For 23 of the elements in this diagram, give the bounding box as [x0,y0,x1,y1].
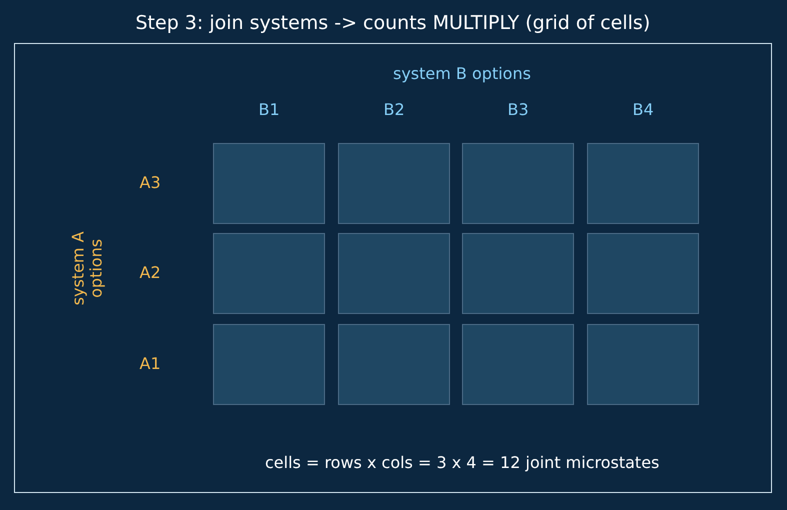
grid-cell [213,324,325,405]
column-header: B3 [508,101,529,120]
caption: cells = rows x cols = 3 x 4 = 12 joint microstates [265,454,660,472]
grid-cell [213,233,325,314]
title: Step 3: join systems -> counts MULTIPLY (grid of cells) [136,13,650,35]
axis-title: system A options [70,230,106,307]
grid-cell [462,324,574,405]
column-header: B1 [258,101,280,120]
column-header: B4 [632,101,654,120]
column-header: B2 [384,101,405,120]
grid-cell [462,233,574,314]
row-header: A1 [140,355,161,374]
grid-cell [338,324,450,405]
grid-cell [213,143,325,224]
row-header: A2 [140,264,161,282]
axis-title: system B options [393,65,531,84]
grid-cell [338,233,450,314]
grid-cell [587,324,699,405]
row-header: A3 [140,174,161,192]
grid-cell [587,143,699,224]
grid-cell [587,233,699,314]
grid-cell [462,143,574,224]
grid-cell [338,143,450,224]
